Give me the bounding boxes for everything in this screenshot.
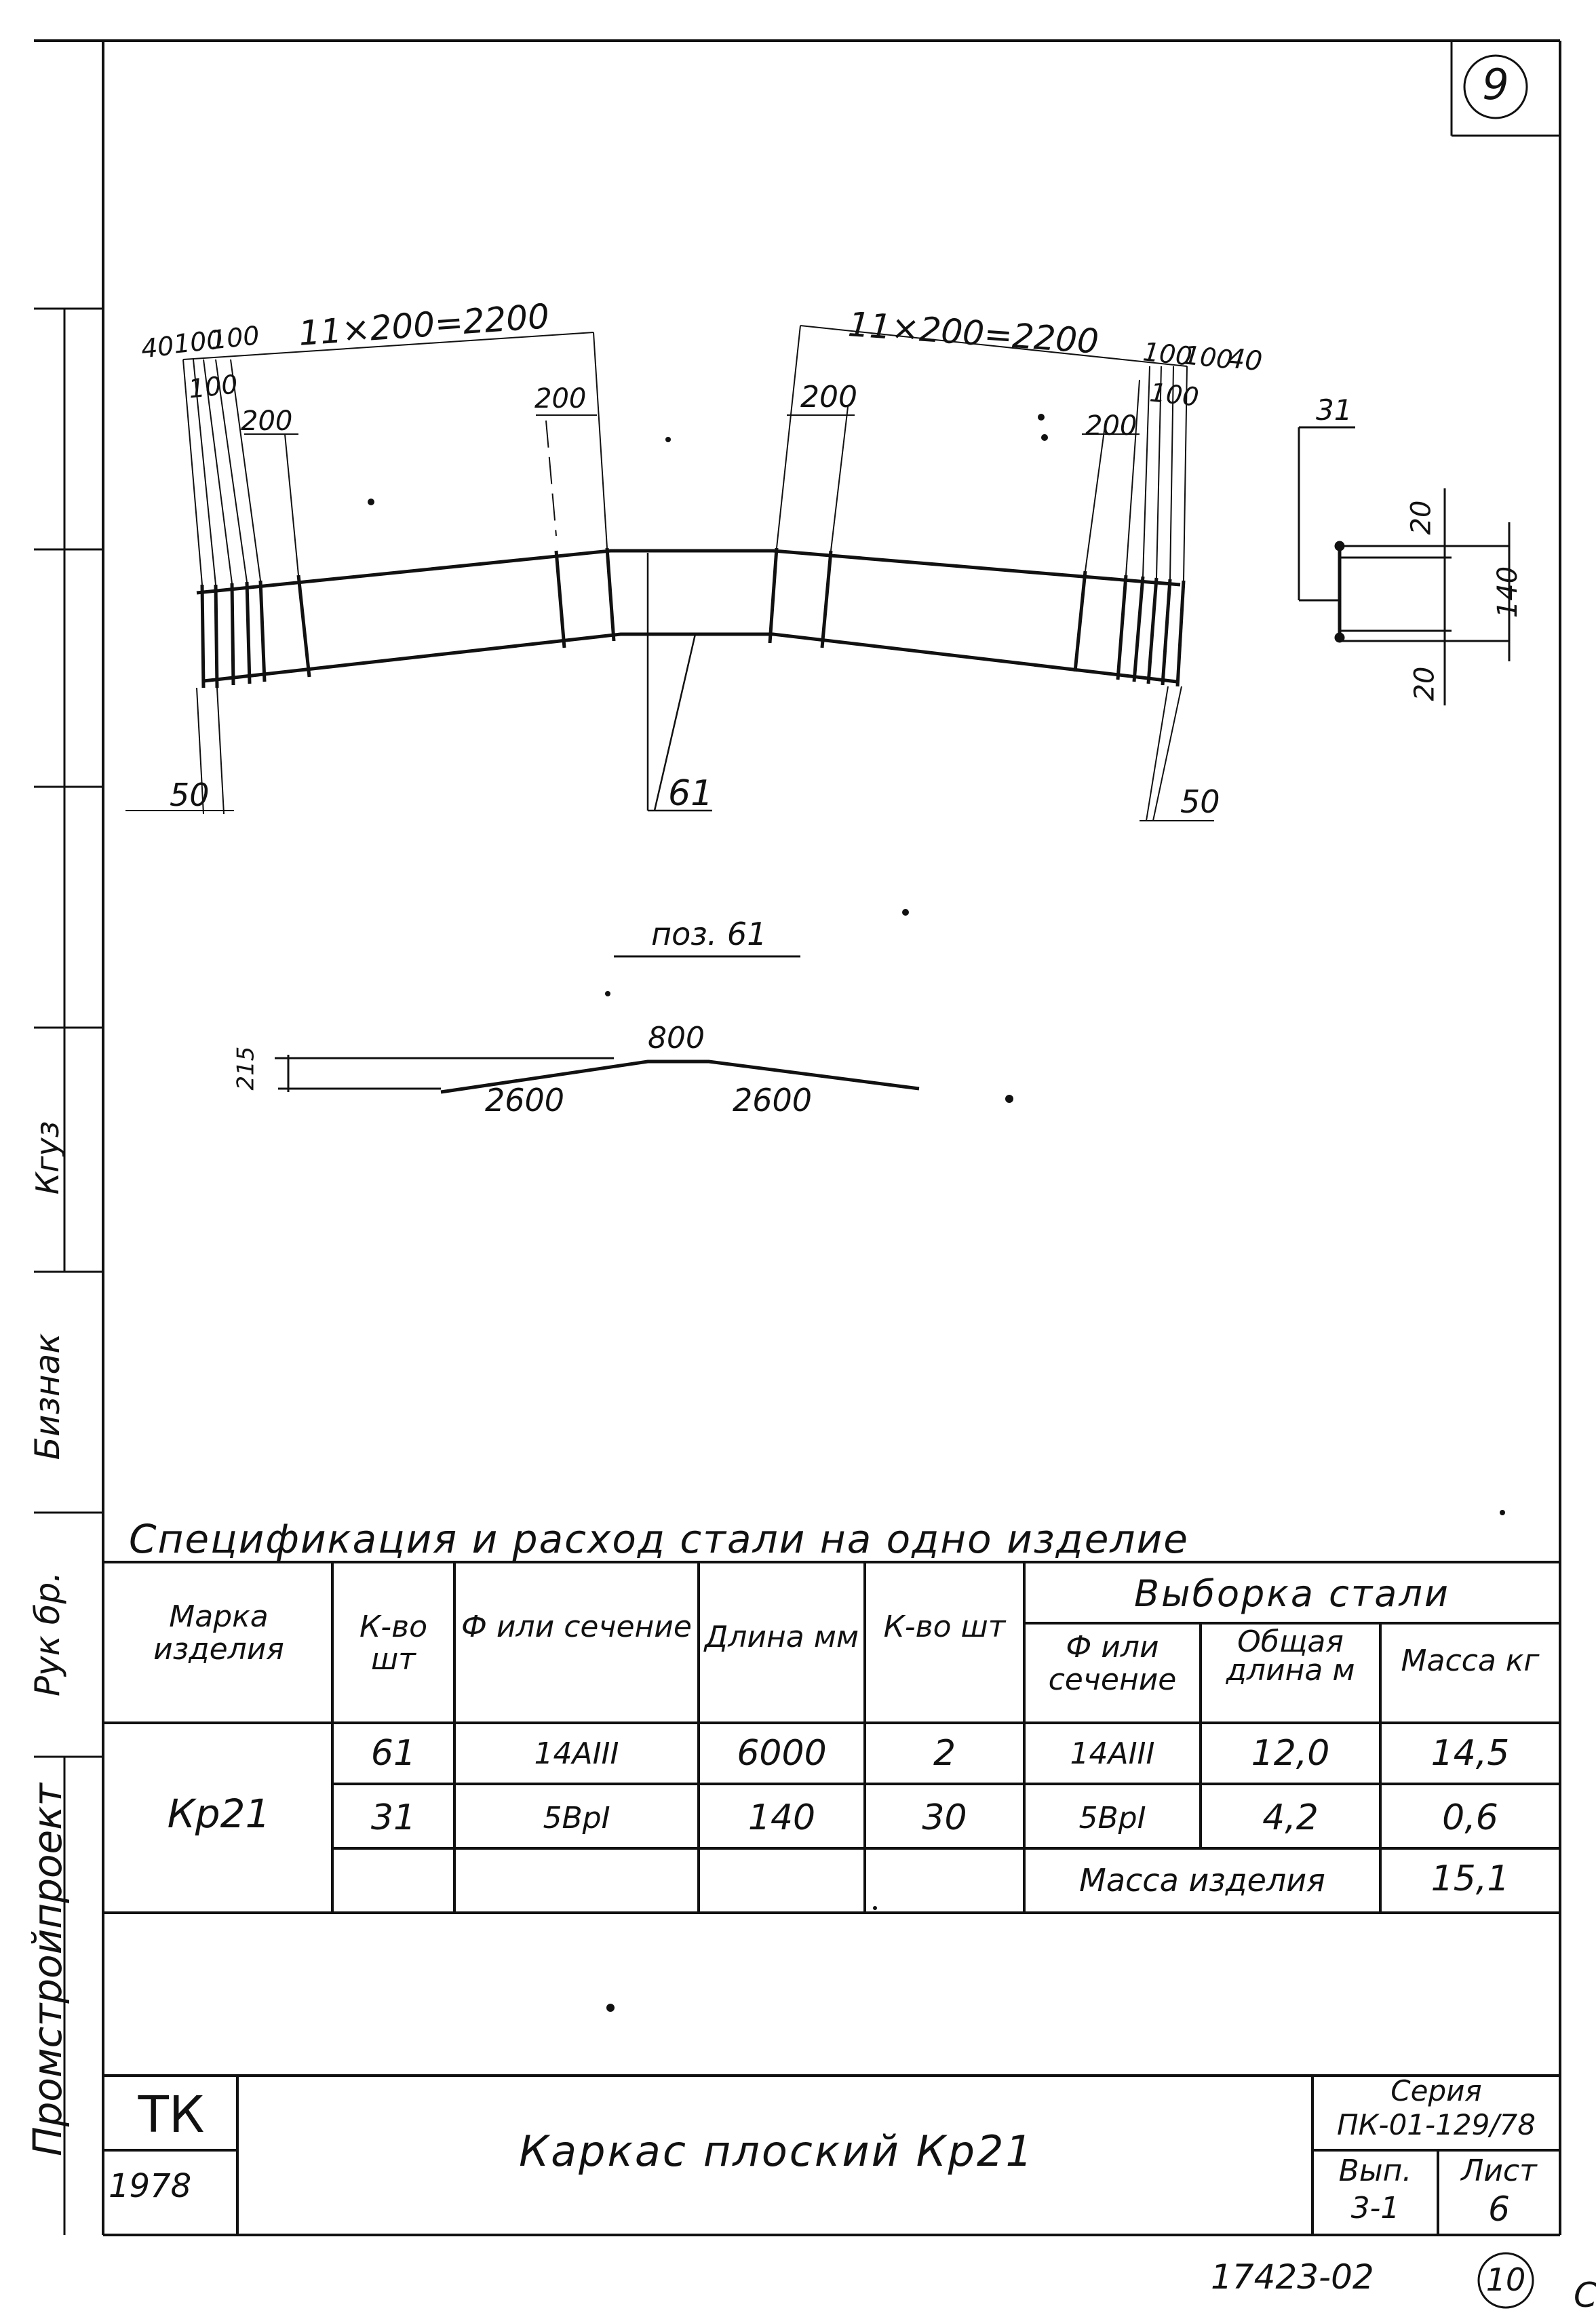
- row-1-qty: 2: [933, 1733, 956, 1774]
- mark-value: Кр21: [167, 1791, 271, 1837]
- row-2-sel-mass: 0,6: [1442, 1797, 1498, 1838]
- series-label: Серия: [1390, 2074, 1482, 2107]
- org-code: ТК: [138, 2086, 205, 2144]
- header-sel-length: Общая длина м: [1226, 1625, 1355, 1688]
- section-d2: 140: [1492, 566, 1524, 619]
- year: 1978: [109, 2167, 192, 2205]
- row-2-diam: 5ВрI: [543, 1801, 610, 1835]
- issue-label: Вып.: [1338, 2154, 1412, 2188]
- section-d3: 20: [1409, 666, 1441, 701]
- detail-right: 2600: [733, 1082, 813, 1118]
- dim-right-100c: 100: [1148, 377, 1201, 412]
- bent-bar-detail: [275, 955, 920, 1094]
- row-1-diam: 14АIII: [534, 1736, 619, 1771]
- detail-rise: 215: [232, 1046, 260, 1091]
- row-1-pos: 61: [370, 1733, 416, 1774]
- header-selection: Выборка стали: [1133, 1572, 1451, 1615]
- dim-left-40: 40: [139, 330, 176, 364]
- left-strip-org: Промстройпроект: [24, 1783, 71, 2157]
- row-2-length: 140: [747, 1797, 816, 1838]
- dim-right-200a: 200: [800, 380, 857, 414]
- detail-left: 2600: [485, 1082, 565, 1118]
- left-strip-label-2: Бизнак: [28, 1333, 67, 1460]
- header-sel-diam: Ф или сечение: [1048, 1630, 1177, 1697]
- dim-left-100c: 100: [187, 369, 239, 404]
- row-1-sel-length: 12,0: [1251, 1733, 1330, 1774]
- sheet-label: Лист: [1461, 2154, 1537, 2188]
- dim-left-100b: 100: [208, 320, 261, 355]
- pos-label: 61: [668, 773, 714, 814]
- row-2-pos: 31: [370, 1797, 416, 1838]
- bottom-badge: 10: [1485, 2261, 1526, 2298]
- corner-badge: С: [1574, 2276, 1596, 2315]
- spec-title: Спецификация и расход стали на одно изде…: [129, 1516, 1189, 1562]
- row-1-sel-diam: 14АIII: [1070, 1736, 1155, 1771]
- dim-right-50: 50: [1180, 783, 1220, 820]
- row-2-sel-diam: 5ВрI: [1078, 1801, 1146, 1835]
- section-detail: [1298, 426, 1511, 705]
- dim-right-40: 40: [1226, 343, 1264, 378]
- issue-value: 3-1: [1350, 2191, 1400, 2225]
- title-block-lines: [103, 2074, 1560, 2235]
- header-length: Длина мм: [704, 1620, 859, 1654]
- truss-chords: [196, 549, 1181, 684]
- header-sel-mass: Масса кг: [1401, 1643, 1540, 1678]
- header-diam: Ф или сечение: [461, 1610, 692, 1644]
- detail-title: поз. 61: [651, 916, 767, 952]
- dim-left-200a: 200: [241, 406, 293, 437]
- row-1-length: 6000: [737, 1733, 827, 1774]
- truss-verticals: [200, 547, 1186, 688]
- left-strip-label-3: Кгуз: [29, 1121, 66, 1195]
- dim-left-50: 50: [170, 777, 210, 813]
- detail-mid: 800: [648, 1021, 705, 1055]
- total-label: Масса изделия: [1079, 1862, 1325, 1899]
- drawing-title: Каркас плоский Кр21: [519, 2126, 1034, 2176]
- row-2-sel-length: 4,2: [1262, 1797, 1319, 1838]
- row-1-sel-mass: 14,5: [1430, 1733, 1510, 1774]
- doc-number: 17423-02: [1211, 2257, 1374, 2297]
- header-qty: К-во шт: [883, 1610, 1006, 1644]
- sheet-value: 6: [1488, 2190, 1510, 2229]
- header-mark: Марка изделия: [153, 1599, 284, 1667]
- sheet-badge: 9: [1482, 60, 1509, 109]
- row-2-qty: 30: [922, 1797, 967, 1838]
- total-value: 15,1: [1430, 1859, 1510, 1899]
- section-d1: 20: [1405, 500, 1437, 535]
- header-qty-pos: К-во шт: [359, 1610, 427, 1677]
- left-strip-label-1: Рук бр.: [28, 1571, 67, 1697]
- dim-left-200b: 200: [534, 383, 587, 414]
- section-top: 31: [1316, 393, 1352, 427]
- dim-right-200b: 200: [1085, 410, 1137, 442]
- spec-table-lines: [103, 1561, 1560, 1914]
- series-value: ПК-01-129/78: [1337, 2108, 1536, 2141]
